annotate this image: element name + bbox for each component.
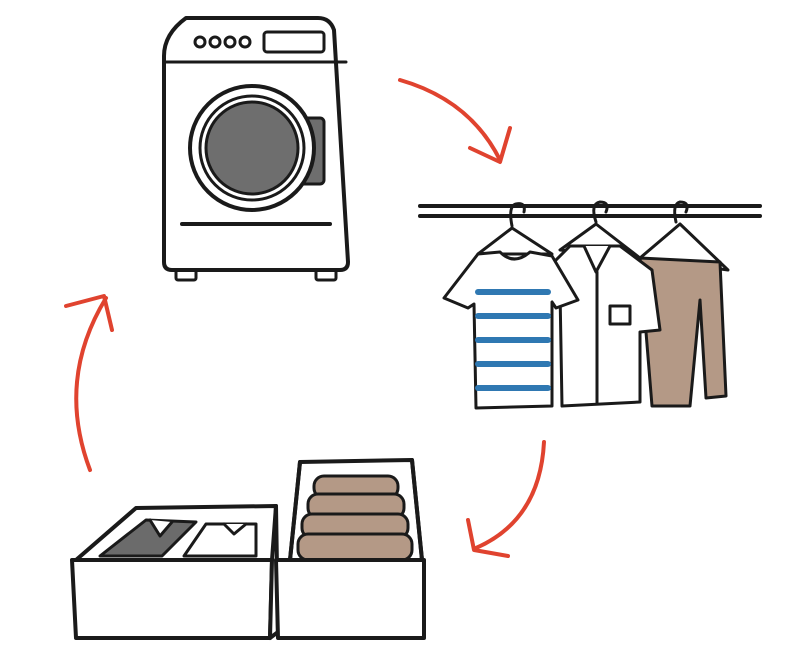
control-knobs	[193, 35, 252, 49]
stripes	[475, 289, 551, 391]
hanging-clothes-icon	[418, 200, 762, 410]
curved-arrow-icon	[64, 294, 114, 472]
button-shirt	[538, 222, 662, 408]
curved-arrow-icon	[466, 440, 546, 558]
drum-window	[204, 100, 300, 196]
storage-box-shirts	[70, 504, 280, 640]
storage-box-folded-pants	[274, 458, 426, 640]
storage-boxes-icon	[70, 458, 426, 640]
striped-tshirt	[442, 226, 580, 410]
display-panel	[262, 30, 326, 54]
washing-machine-icon	[162, 16, 350, 282]
curved-arrow-icon	[398, 78, 512, 164]
pants	[638, 222, 730, 408]
